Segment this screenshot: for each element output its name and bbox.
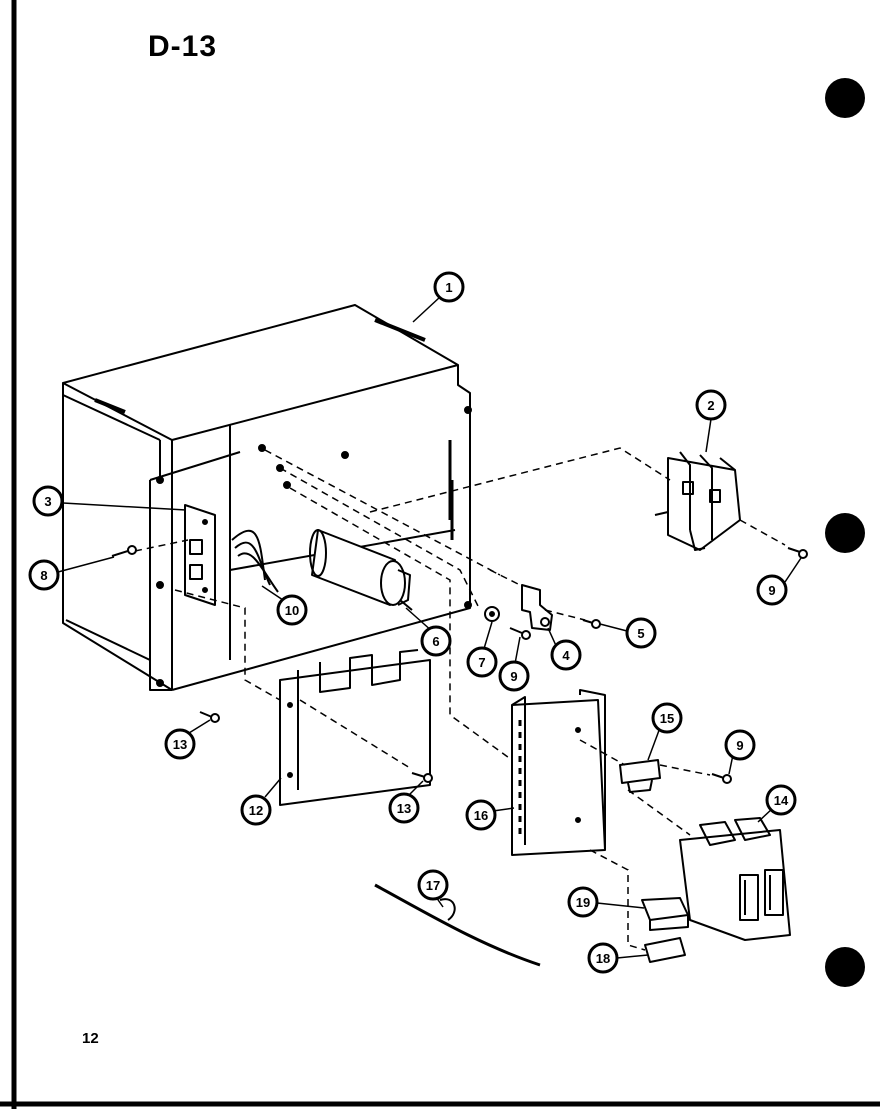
svg-text:8: 8 [40,568,47,583]
screw-9-clip [711,773,732,784]
callout-17: 17 [417,869,449,901]
callout-10: 10 [276,594,308,626]
svg-text:19: 19 [576,895,590,910]
mounting-bracket [279,649,431,806]
svg-text:13: 13 [173,737,187,752]
callout-6: 6 [420,625,452,657]
svg-text:13: 13 [397,801,411,816]
svg-text:6: 6 [432,634,439,649]
cable-tie [374,883,541,967]
svg-text:9: 9 [736,738,743,753]
svg-text:9: 9 [510,669,517,684]
binder-hole-bottom [825,947,865,987]
callout-16: 16 [465,799,497,831]
callout-9-right: 9 [756,574,788,606]
capacitor [309,529,413,611]
callout-9-center: 9 [498,660,530,692]
terminal-plate [184,504,216,606]
callout-14: 14 [765,784,797,816]
contactor [654,451,741,551]
svg-text:16: 16 [474,808,488,823]
callout-4: 4 [550,639,582,671]
star-washer [484,606,500,622]
svg-text:10: 10 [285,603,299,618]
svg-text:1: 1 [445,280,452,295]
screw-5 [582,619,601,629]
svg-text:14: 14 [774,793,789,808]
binder-hole-middle [825,513,865,553]
svg-text:18: 18 [596,951,610,966]
svg-text:7: 7 [478,655,485,670]
callout-13-left: 13 [164,728,196,760]
channel-bracket [511,689,606,856]
callout-7: 7 [466,646,498,678]
callout-1: 1 [433,271,465,303]
svg-text:12: 12 [249,803,263,818]
svg-text:4: 4 [562,648,570,663]
circuit-breaker [679,817,791,941]
svg-text:15: 15 [660,711,674,726]
screw-8 [111,545,137,557]
diagram-title: D-13 [148,30,218,63]
screw-9-right [787,547,808,559]
clip [619,759,661,793]
screws [111,545,808,784]
leader-lines [57,296,802,959]
callout-12: 12 [240,794,272,826]
control-box-housing [62,304,472,691]
svg-text:17: 17 [426,878,440,893]
screw-9-center [509,627,531,640]
svg-text:3: 3 [44,494,51,509]
screw-13-left [199,711,220,723]
wire-bundle [231,529,279,593]
binder-hole-top [825,78,865,118]
callout-9-clip: 9 [724,729,756,761]
terminal-lug [521,584,553,631]
svg-text:2: 2 [707,398,714,413]
callout-3: 3 [32,485,64,517]
callout-15: 15 [651,702,683,734]
callout-13-center: 13 [388,792,420,824]
svg-text:5: 5 [637,626,644,641]
screw-13-center [411,772,433,783]
callout-8: 8 [28,559,60,591]
insulator [644,937,686,963]
callout-5: 5 [625,617,657,649]
callout-19: 19 [567,886,599,918]
callouts: 1 2 3 4 5 6 7 8 9 9 9 10 12 13 13 14 15 … [28,271,797,974]
page-number: 12 [82,1030,99,1047]
svg-text:9: 9 [768,583,775,598]
callout-18: 18 [587,942,619,974]
bushing [641,897,689,931]
callout-2: 2 [695,389,727,421]
